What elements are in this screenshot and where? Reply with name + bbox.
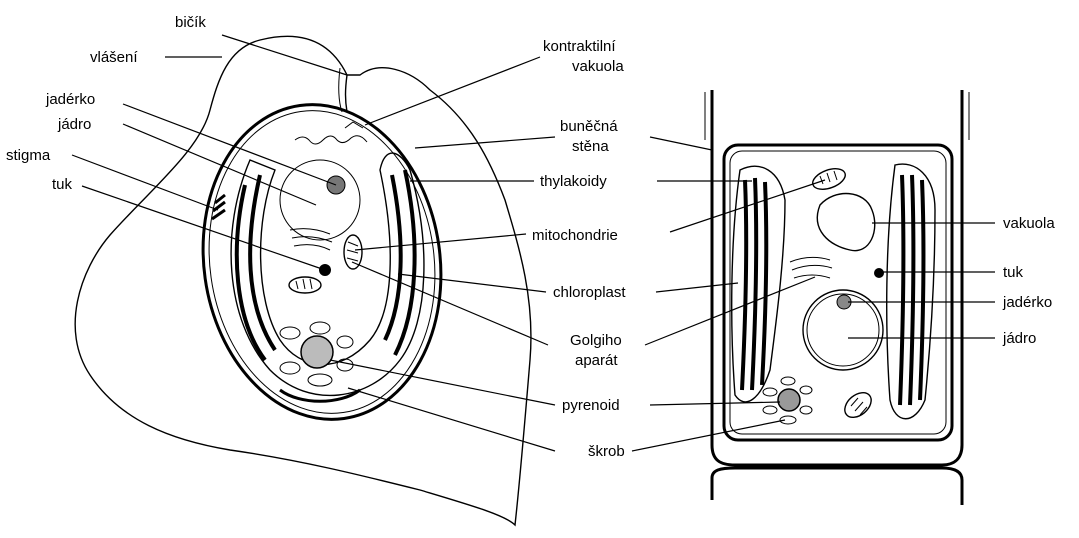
label-bunecna-2: stěna (572, 138, 609, 155)
leader-bunecna (415, 137, 555, 148)
left-pyrenoid (301, 336, 333, 368)
label-bicik: bičík (175, 14, 206, 31)
right-cell-membrane (724, 145, 952, 440)
leader-stigma (72, 155, 218, 210)
label-jaderko-right: jadérko (1002, 294, 1052, 311)
label-kontraktilni-2: vakuola (572, 58, 624, 75)
label-kontraktilni-1: kontraktilní (543, 38, 616, 55)
label-jadro-right: jádro (1002, 330, 1036, 347)
right-chloroplast-left (732, 166, 785, 402)
left-contractile-vacuole (295, 136, 367, 144)
leader-bicik (222, 35, 347, 75)
label-golgi-1: Golgiho (570, 332, 622, 349)
label-thylakoidy: thylakoidy (540, 173, 607, 190)
left-cell (75, 36, 531, 525)
left-nucleus (280, 160, 360, 240)
label-vakuola-right: vakuola (1003, 215, 1055, 232)
label-tuk-right: tuk (1003, 264, 1024, 281)
label-stigma: stigma (6, 147, 51, 164)
labels: bičík vlášení jadérko jádro stigma tuk k… (6, 14, 1055, 460)
leader-chloroplast-right (656, 283, 738, 292)
leader-pyrenoid-left (330, 360, 555, 405)
leader-kontraktilni (365, 57, 540, 125)
label-bunecna-1: buněčná (560, 118, 618, 135)
leader-golgi-left (352, 262, 548, 345)
leader-jaderko-left (123, 104, 336, 185)
leader-pyrenoid-right (650, 402, 780, 405)
right-vacuole (817, 194, 874, 251)
label-tuk-left: tuk (52, 176, 73, 193)
label-skrob: škrob (588, 443, 625, 460)
leader-chloroplast-left (398, 274, 546, 292)
label-vlaseni: vlášení (90, 49, 138, 66)
leader-skrob-left (348, 388, 555, 451)
right-fat-drop (874, 268, 884, 278)
left-mitochondrion-2 (289, 277, 321, 293)
label-chloroplast: chloroplast (553, 284, 626, 301)
right-golgi (790, 257, 832, 278)
right-mitochondrion-2 (840, 388, 876, 423)
right-pyrenoid (778, 389, 800, 411)
label-mitochondrie: mitochondrie (532, 227, 618, 244)
label-golgi-2: aparát (575, 352, 618, 369)
label-pyrenoid: pyrenoid (562, 397, 620, 414)
left-starch (308, 374, 332, 386)
leader-skrob-right (632, 420, 785, 451)
flagellum (346, 75, 348, 112)
label-jadro-left: jádro (57, 116, 91, 133)
leader-bunecna-right (650, 137, 712, 150)
right-cell (705, 90, 969, 505)
label-jaderko-left: jadérko (45, 91, 95, 108)
leader-jadro-left (123, 124, 316, 205)
